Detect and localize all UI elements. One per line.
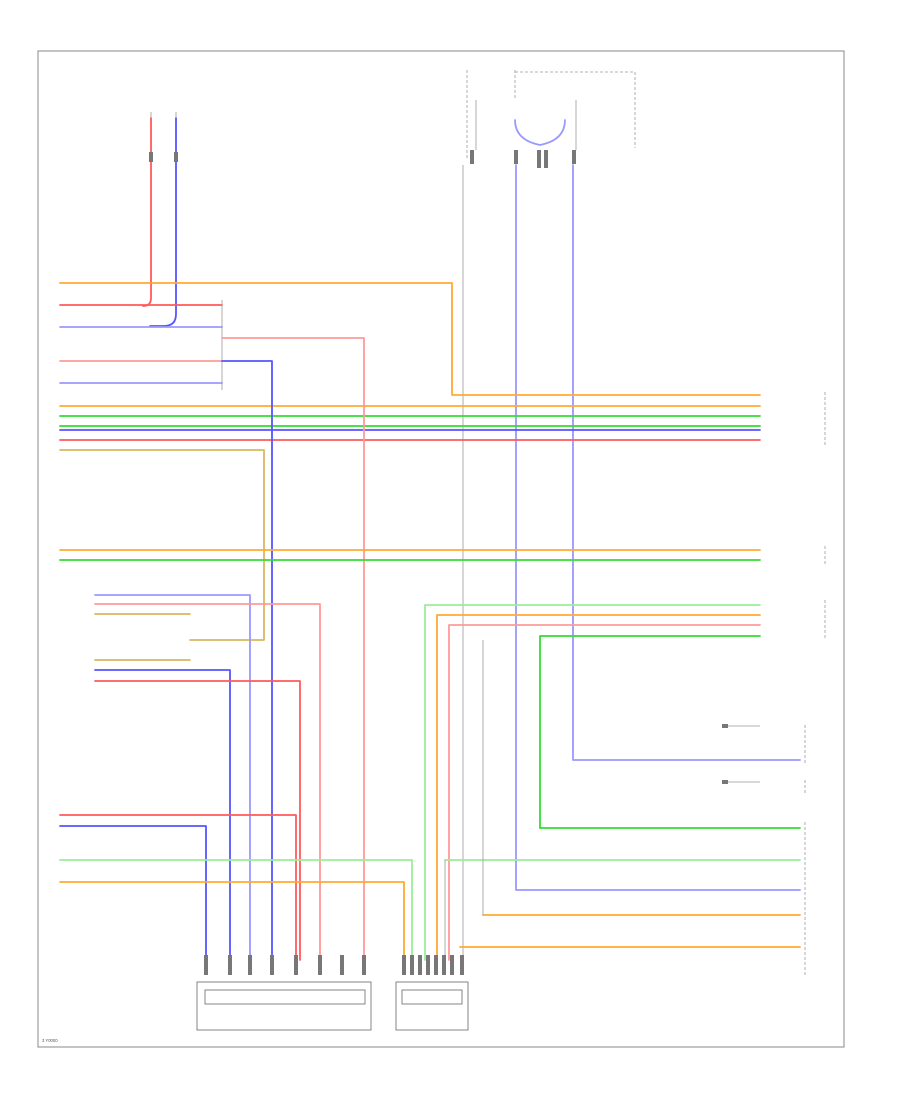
right-connector-blocks [722,392,826,975]
lower-left-wires [59,814,413,961]
left-mid-connectors [94,594,321,961]
lower-right-wires [444,640,801,960]
right-module-pins [402,955,464,975]
middle-vertical-wires [221,337,365,961]
left-bottom-module [196,955,372,1031]
sensor-connector-wires [424,604,801,961]
top-right-connector [466,70,636,168]
left-module-pins [204,955,366,975]
diagram-footer-code: 3 Y0000 [42,1038,58,1043]
diagram-frame [37,50,845,1048]
top-left-feed [142,112,178,327]
right-vertical-wires [462,164,801,960]
upper-bus-wires [59,282,761,641]
right-bottom-module [395,955,469,1031]
second-bus-wires [59,549,761,561]
